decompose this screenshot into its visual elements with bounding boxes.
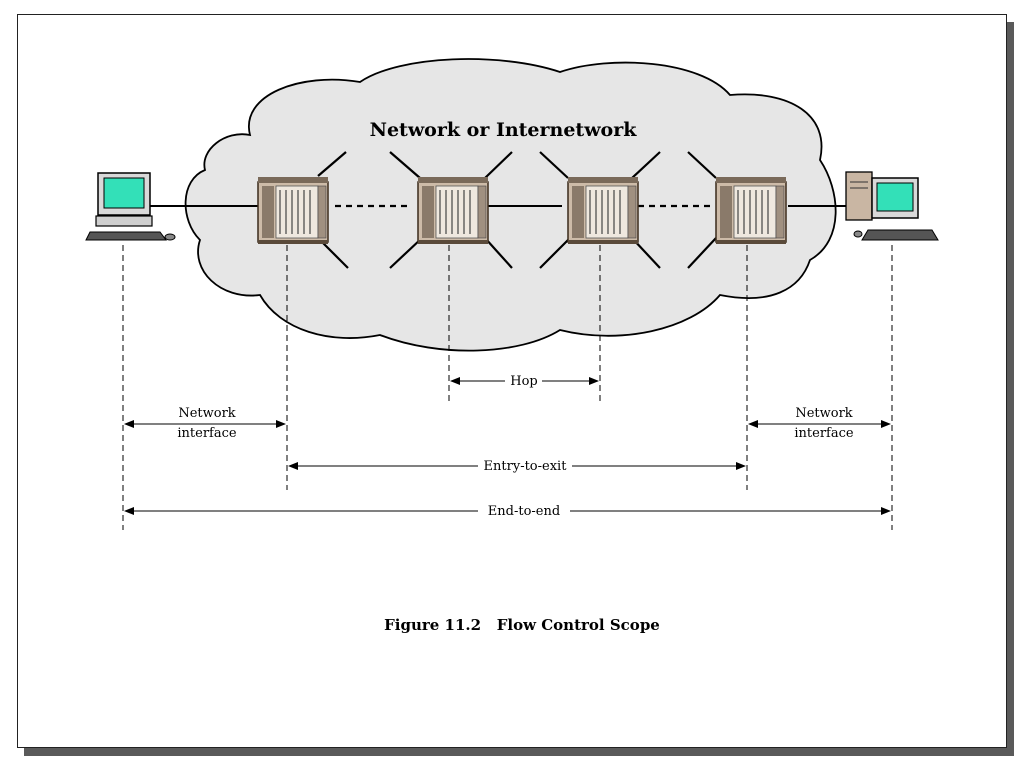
end-to-end-label: End-to-end — [488, 504, 560, 519]
network-interface-left-dimension: Network interface — [124, 406, 286, 441]
figure-caption: Figure 11.2 Flow Control Scope — [384, 616, 660, 634]
network-interface-left-line1: Network — [178, 406, 235, 421]
router-icon — [567, 176, 639, 245]
router-icon — [715, 176, 787, 245]
network-interface-right-dimension: Network interface — [748, 406, 891, 441]
workstation-icon — [85, 172, 176, 241]
router-icon — [417, 176, 489, 245]
entry-to-exit-dimension: Entry-to-exit — [288, 459, 746, 474]
desktop-computer-icon — [845, 171, 939, 241]
cloud-title: Network or Internetwork — [370, 119, 638, 141]
reference-lines — [122, 245, 893, 530]
network-interface-left-line2: interface — [177, 426, 237, 441]
end-to-end-dimension: End-to-end — [124, 504, 891, 519]
router-icon — [257, 176, 329, 245]
network-interface-right-line1: Network — [795, 406, 852, 421]
router-spokes — [317, 151, 717, 269]
network-interface-right-line2: interface — [794, 426, 854, 441]
entry-to-exit-label: Entry-to-exit — [484, 459, 568, 474]
hop-label: Hop — [510, 374, 538, 389]
network-cloud — [184, 58, 837, 352]
hop-dimension: Hop — [450, 374, 599, 389]
